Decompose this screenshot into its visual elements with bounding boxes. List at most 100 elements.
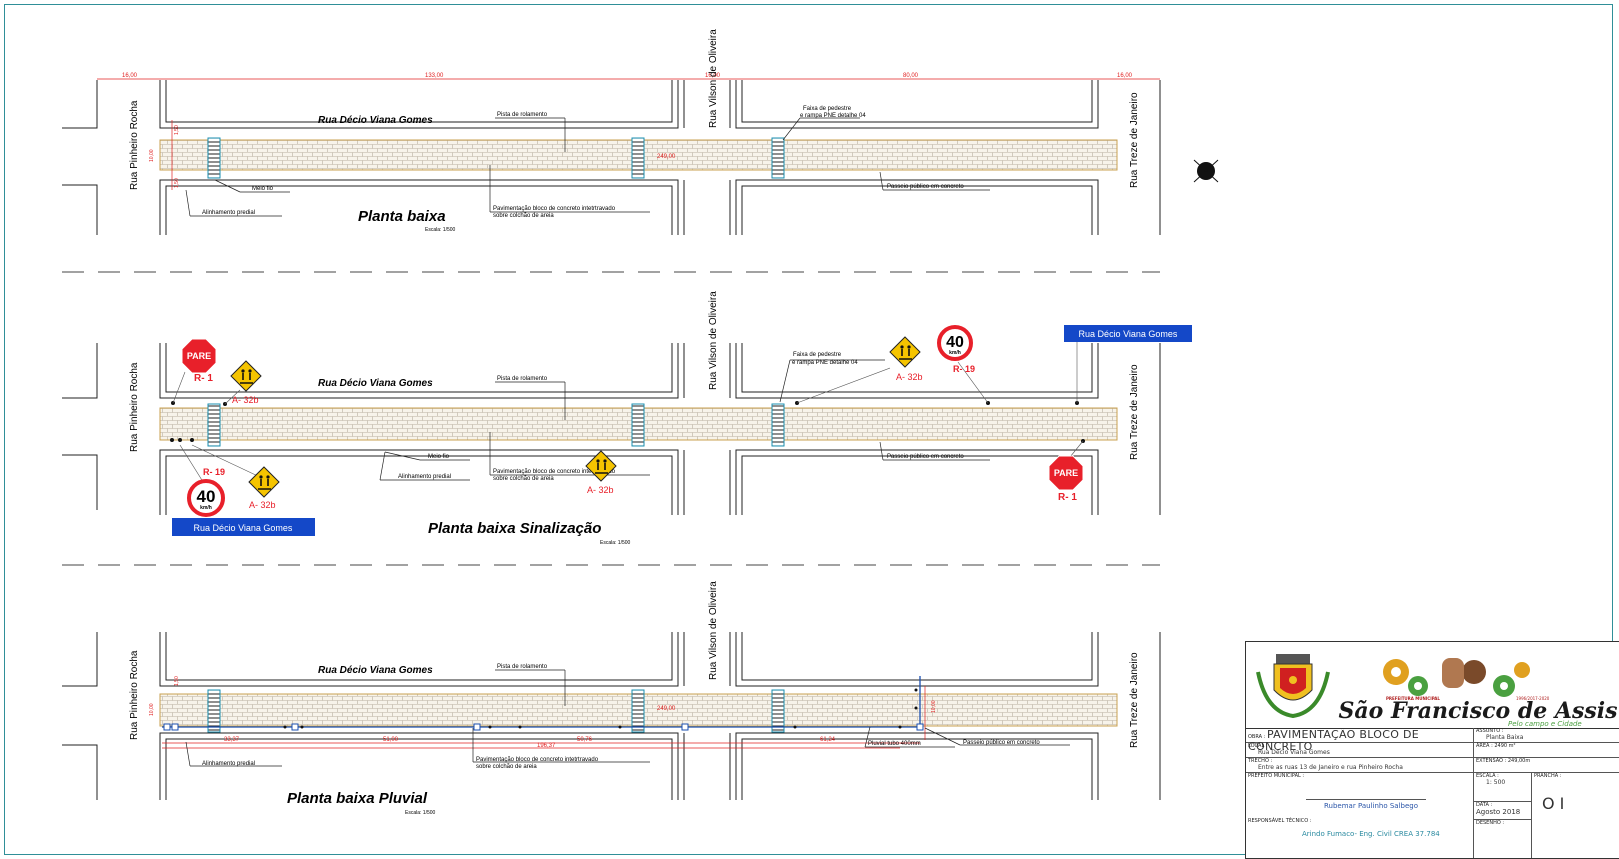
label-faixa-2: e rampa PNE detalhe 04 [792, 360, 858, 366]
label-pav-1: Pavimentação bloco de concreto intetrtra… [476, 757, 599, 763]
crosswalk-2 [631, 689, 645, 733]
extensao-cell: EXTENSÃO : 249,00m [1474, 758, 1619, 773]
code-r1-b: R- 1 [1058, 492, 1077, 503]
prefeito-name: Rubemar Paulinho Salbego [1324, 802, 1419, 810]
label-alinhamento: Alinhamento predial [398, 474, 451, 480]
dim-side: 10,00 [931, 700, 937, 713]
crosswalk-1 [207, 403, 221, 447]
signature-cell: PREFEITO MUNICIPAL : Rubemar Paulinho Sa… [1246, 773, 1474, 858]
local-cell: LOCAL :Rua Décio Viana Gomes [1246, 743, 1474, 758]
label-faixa-1: Faixa de pedestre [793, 352, 842, 358]
street-right-label: Rua Treze de Janeiro [1129, 364, 1140, 460]
trecho-cell: TRECHO :Entre as ruas 13 de Janeiro e ru… [1246, 758, 1474, 773]
data-cell: DATA :Agosto 2018 [1474, 802, 1532, 820]
prancha-value: O I [1542, 794, 1565, 813]
dim-total: 249,00 [657, 154, 676, 160]
code-a32b-a: A- 32b [232, 395, 259, 405]
label-alinhamento: Alinhamento predial [202, 761, 255, 767]
code-r19-a: R- 19 [953, 364, 975, 374]
street-name-sign: Rua Décio Viana Gomes [1064, 325, 1192, 342]
label-faixa-2: e rampa PNE detalhe 04 [800, 113, 866, 119]
municipal-logo: PREFEITURA MUNICIPAL 1996/2017-2020 São … [1246, 642, 1619, 729]
dim-curb: 1,50 [174, 676, 180, 686]
street-sign-top-text: Rua Décio Viana Gomes [1079, 329, 1178, 339]
dim-16-a: 16,00 [122, 73, 138, 79]
plan-title: Planta baixa Sinalização [428, 520, 601, 537]
assunto-cell: ASSUNTO :Planta Baixa [1474, 728, 1619, 743]
responsavel-name: Arindo Fumaco- Eng. Civil CREA 37.784 [1302, 830, 1440, 838]
label-passeio: Passeio público em concreto [887, 454, 964, 460]
label-pista: Pista de rolamento [497, 376, 548, 382]
crosswalk-3 [771, 689, 785, 733]
street-right-label: Rua Treze de Janeiro [1129, 652, 1140, 748]
stop-sign-icon: PARE [181, 338, 217, 374]
code-a32b-d: A- 32b [587, 485, 614, 495]
plan-scale: Escala: 1/500 [425, 227, 456, 233]
street-mid-label: Rua Vilson de Oliveira [708, 581, 719, 680]
prancha-cell: PRANCHA : O I [1532, 773, 1619, 858]
plan-scale: Escala: 1/500 [405, 810, 436, 816]
stop-sign-text: PARE [1054, 468, 1078, 478]
label-pista: Pista de rolamento [497, 664, 548, 670]
pedestrian-warning-icon [248, 466, 280, 498]
dim-16-b: 16,00 [705, 73, 721, 79]
plan-title: Planta baixa Pluvial [287, 790, 428, 807]
speed-unit: km/h [949, 350, 961, 356]
street-left-label: Rua Pinheiro Rocha [129, 362, 140, 452]
coat-of-arms-icon [1256, 654, 1330, 719]
dim-133: 133,00 [425, 73, 444, 79]
crosswalk-3 [771, 403, 785, 447]
code-r1-a: R- 1 [194, 373, 213, 384]
dim-curb-2: 1,50 [174, 178, 180, 188]
label-passeio: Passeio público em concreto [887, 184, 964, 190]
label-meio-fio: Meio fio [252, 186, 274, 192]
speed-unit: km/h [200, 505, 212, 511]
gears-icon [1383, 658, 1530, 697]
plan-sinalizacao: Rua Décio Viana Gomes Rua Pinheiro Rocha… [62, 291, 1192, 546]
plan-baixa: 16,00 133,00 16,00 80,00 16,00 10,00 1,5… [62, 29, 1219, 235]
label-alinhamento: Alinhamento predial [202, 210, 255, 216]
escala-cell: ESCALA :1: 500 [1474, 773, 1532, 802]
label-faixa-1: Faixa de pedestre [803, 106, 852, 112]
crosswalk-2 [631, 137, 645, 179]
street-main-label: Rua Décio Viana Gomes [318, 378, 433, 389]
years-label: 1996/2017-2020 [1516, 696, 1550, 701]
dim-width: 10,00 [149, 703, 155, 716]
dim-curb-1: 1,50 [174, 125, 180, 135]
north-arrow-icon [1193, 159, 1219, 183]
label-pav-1: Pavimentação bloco de concreto intetrtra… [493, 469, 616, 475]
drawing-frame [4, 4, 1613, 855]
crosswalk-group [207, 137, 785, 179]
obra-cell: OBRA : PAVIMENTAÇÃO BLOCO DE CONCRETO [1246, 728, 1474, 753]
street-sign-bottom-text: Rua Décio Viana Gomes [194, 523, 293, 533]
plan-pluvial: 10,00 33,37 51,00 50,76 61,24 196,37 249… [62, 581, 1161, 816]
label-pluvial: Pluvial tubo 400mm [868, 741, 921, 747]
desenho-cell: DESENHO : [1474, 820, 1532, 858]
area-cell: ÁREA : 2490 m² [1474, 743, 1619, 758]
speed-limit-sign-icon: 40 km/h [937, 325, 973, 361]
dim-80: 80,00 [903, 73, 919, 79]
brand-slogan: Pelo campo e Cidade [1508, 720, 1582, 728]
street-mid-label: Rua Vilson de Oliveira [708, 291, 719, 390]
street-name-sign: Rua Décio Viana Gomes [172, 518, 315, 536]
crosswalk-1 [207, 689, 221, 733]
speed-value: 40 [197, 487, 216, 506]
street-left-label: Rua Pinheiro Rocha [129, 100, 140, 190]
dim-51: 51,00 [383, 737, 399, 743]
label-meio-fio: Meio fio [428, 454, 450, 460]
code-a32b-b: A- 32b [896, 372, 923, 382]
dim-33-37: 33,37 [224, 737, 240, 743]
label-pav-2: sobre colchão de areia [493, 213, 554, 219]
dim-width: 10,00 [149, 149, 155, 162]
label-passeio: Passeio público em concreto [963, 740, 1040, 746]
crosswalk-2 [631, 403, 645, 447]
stop-sign-text: PARE [187, 351, 211, 361]
brand-name: São Francisco de Assis [1338, 698, 1617, 724]
plan-title: Planta baixa [358, 208, 446, 225]
dim-61-24: 61,24 [820, 737, 836, 743]
label-pav-1: Pavimentação bloco de concreto intetrtra… [493, 206, 616, 212]
label-pista: Pista de rolamento [497, 112, 548, 118]
code-a32b-c: A- 32b [249, 500, 276, 510]
title-block: PREFEITURA MUNICIPAL 1996/2017-2020 São … [1245, 641, 1619, 859]
